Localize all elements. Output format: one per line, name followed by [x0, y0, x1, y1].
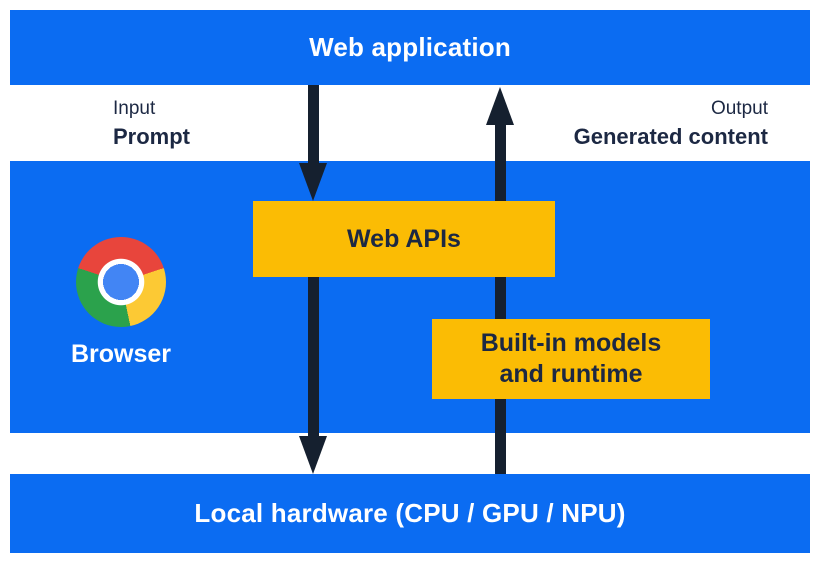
input-value: Prompt [113, 124, 190, 149]
builtin-models-label-line2: and runtime [499, 360, 643, 388]
output-value: Generated content [573, 124, 768, 149]
generated-content-up-arrow-shaft [495, 123, 506, 474]
local-hardware-label: Local hardware (CPU / GPU / NPU) [194, 498, 626, 528]
web-application-label: Web application [309, 32, 511, 62]
input-label-group: Input Prompt [113, 96, 190, 152]
web-application-bar: Web application [10, 10, 810, 85]
web-apis-box: Web APIs [253, 201, 555, 277]
browser-label: Browser [70, 340, 172, 368]
prompt-down-arrow-shaft-upper [308, 85, 319, 165]
builtin-models-label-line1: Built-in models [480, 329, 662, 357]
builtin-models-box: Built-in models and runtime [432, 319, 710, 399]
output-label-group: Output Generated content [574, 96, 768, 152]
web-apis-label: Web APIs [347, 224, 461, 253]
prompt-down-arrowhead-upper [299, 163, 327, 201]
input-title: Input [113, 98, 156, 119]
prompt-down-arrow-shaft-lower [308, 277, 319, 439]
prompt-down-arrowhead-lower [299, 436, 327, 474]
output-title: Output [710, 98, 768, 119]
local-hardware-bar: Local hardware (CPU / GPU / NPU) [10, 474, 810, 553]
generated-content-up-arrowhead [486, 87, 514, 125]
chrome-browser-logo-icon [76, 237, 166, 327]
